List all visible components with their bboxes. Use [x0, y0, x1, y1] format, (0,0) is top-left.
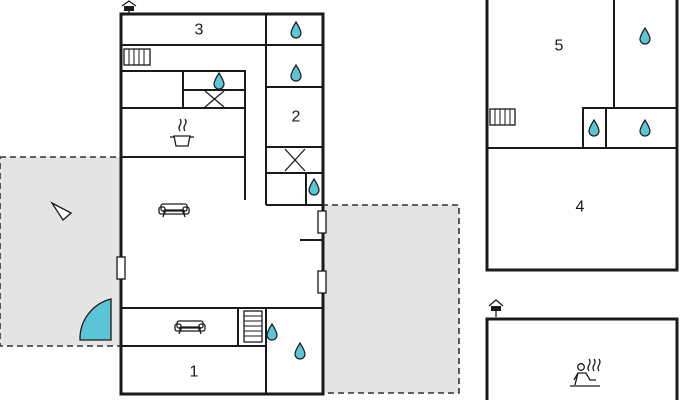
house-marker-icon: [488, 299, 504, 317]
water-drop-icon: [588, 119, 600, 137]
window: [317, 210, 327, 234]
staircase-icon: [489, 108, 516, 126]
staircase-icon: [123, 48, 151, 66]
room-label-5: 5: [555, 38, 564, 55]
stove-cross-icon: [204, 90, 225, 108]
cooking-pot-icon: [170, 118, 194, 147]
water-drop-icon: [639, 27, 651, 45]
room-label-1: 1: [190, 364, 199, 381]
room-label-4: 4: [576, 199, 585, 216]
sun-direction-icon: [50, 201, 73, 221]
window: [317, 270, 327, 294]
staircase-icon: [243, 310, 263, 343]
annex-interior-walls: [487, 0, 678, 149]
door-swing-icon: [79, 298, 112, 341]
main-house-interior-walls: [120, 14, 323, 394]
house-marker-icon: [121, 0, 137, 14]
window: [116, 256, 126, 280]
stove-cross-icon: [284, 148, 306, 172]
water-drop-icon: [639, 119, 651, 137]
sauna-outline: [485, 317, 679, 400]
room-label-3: 3: [195, 22, 204, 39]
terrace-right: [321, 204, 460, 394]
sauna-person-icon: [570, 358, 601, 387]
room-label-2: 2: [292, 109, 301, 126]
